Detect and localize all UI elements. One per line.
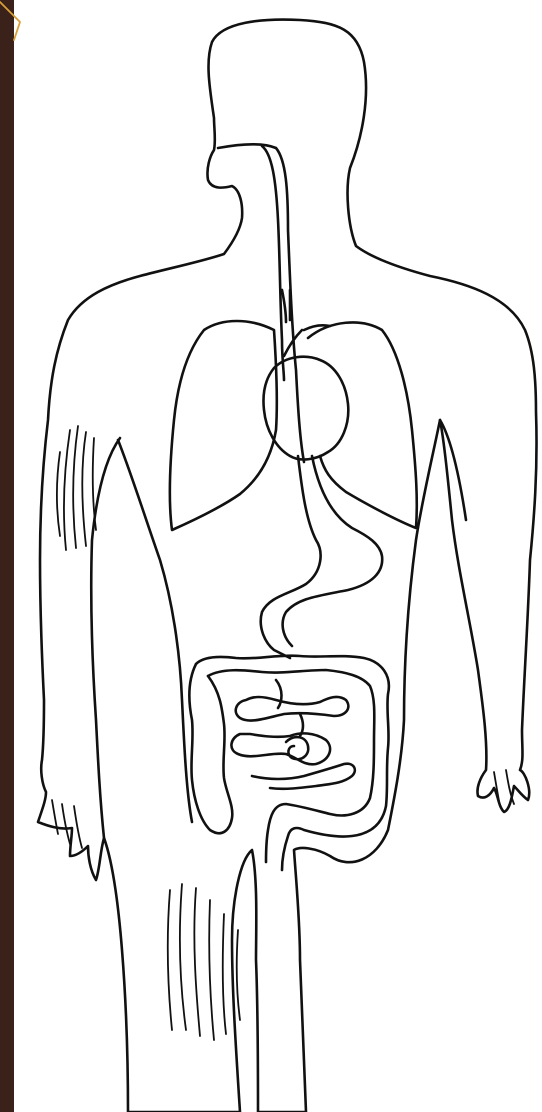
stomach-tube-outer — [283, 456, 383, 646]
small-intestine-coil-low — [252, 764, 355, 789]
small-intestine-spiral — [286, 737, 308, 759]
small-intestine-link — [276, 680, 303, 736]
trachea — [262, 146, 284, 380]
left-leg-shading — [168, 884, 240, 1040]
large-intestine-inner — [208, 670, 374, 862]
trachea-branch — [282, 290, 290, 322]
corner-accent — [0, 2, 20, 40]
stomach-tube — [261, 456, 321, 658]
left-hand-fingers — [52, 800, 82, 848]
left-lung — [170, 321, 277, 530]
large-intestine — [196, 656, 389, 870]
small-intestine-coil-top — [236, 697, 349, 721]
left-arm-shading — [57, 426, 96, 550]
left-arm-inner-line — [91, 438, 120, 838]
right-arm-inner-line — [440, 420, 466, 520]
small-intestine-coil-mid — [231, 733, 330, 764]
left-torso-contour — [118, 440, 192, 822]
ascending-colon — [189, 664, 232, 833]
